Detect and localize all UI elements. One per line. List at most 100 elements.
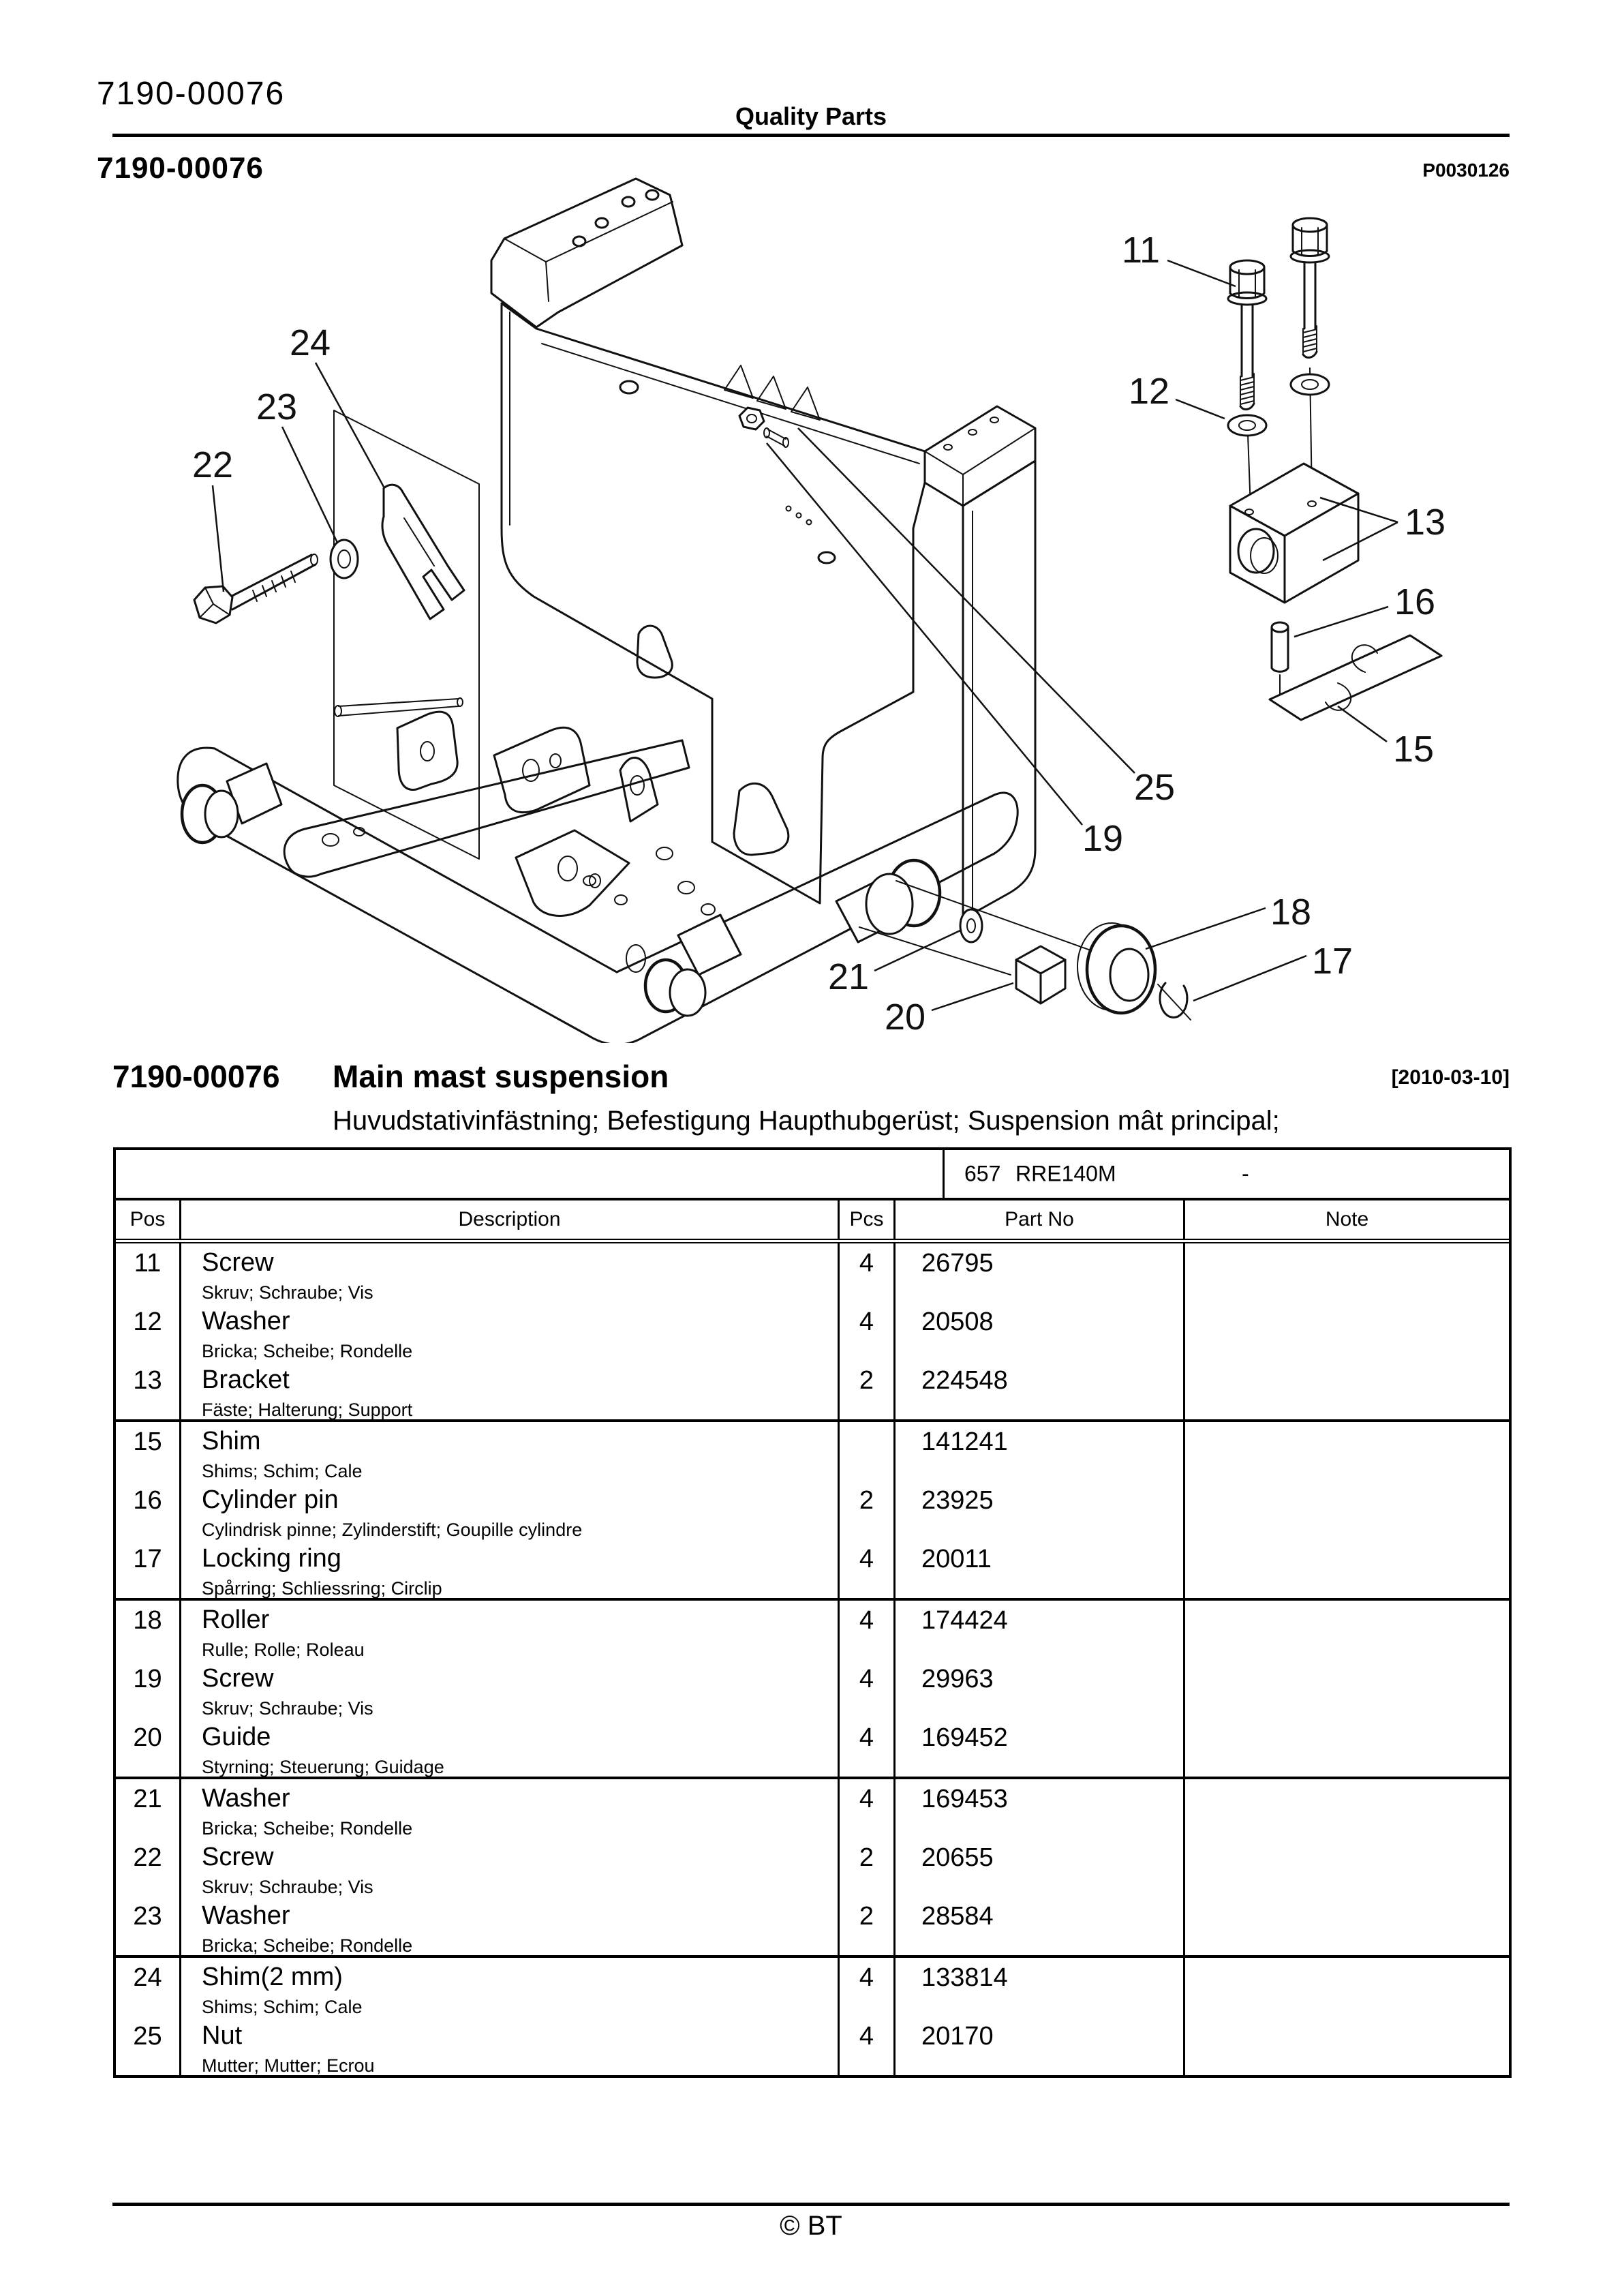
note-cell	[1185, 1539, 1509, 1599]
note-cell	[1185, 1361, 1509, 1420]
pcs-cell: 4	[840, 1718, 896, 1777]
part-no-cell: 20655	[896, 1838, 1185, 1897]
nut-and-screw-drawing	[738, 406, 789, 448]
callout-21: 21	[828, 956, 869, 997]
copyright: © BT	[780, 2211, 842, 2241]
description-main: Locking ring	[202, 1544, 341, 1573]
pos-cell: 24	[116, 1958, 181, 2017]
description-main: Roller	[202, 1605, 270, 1634]
section-date: [2010-03-10]	[1391, 1066, 1510, 1089]
leader-line-12	[1175, 398, 1225, 420]
callout-12: 12	[1129, 371, 1169, 412]
screw-11-drawing	[1227, 217, 1330, 509]
note-cell	[1185, 1718, 1509, 1777]
description-translations: Mutter; Mutter; Ecrou	[202, 2055, 375, 2076]
header-center-title: Quality Parts	[735, 102, 887, 130]
description-translations: Shims; Schim; Cale	[202, 1997, 363, 2017]
image-reference-number: P0030126	[1422, 160, 1510, 181]
note-cell	[1185, 1838, 1509, 1897]
description-main: Screw	[202, 1248, 274, 1277]
pos-cell: 12	[116, 1302, 181, 1361]
description-translations: Fäste; Halterung; Support	[202, 1400, 413, 1420]
description-main: Washer	[202, 1307, 290, 1335]
main-plate	[500, 302, 926, 916]
callout-24: 24	[290, 322, 331, 363]
header-note: Note	[1325, 1208, 1369, 1230]
pcs-cell: 4	[840, 1659, 896, 1719]
description-main: Screw	[202, 1664, 274, 1693]
washer-12-drawing	[1227, 373, 1330, 437]
description-main: Cylinder pin	[202, 1485, 339, 1514]
header-description: Description	[181, 1200, 840, 1239]
leader-line-24	[314, 362, 385, 487]
pcs-cell: 4	[840, 1958, 896, 2017]
header-pcs: Pcs	[840, 1200, 896, 1239]
callout-15: 15	[1393, 729, 1434, 770]
leader-line-15	[1337, 705, 1388, 743]
header-pos: Pos	[116, 1200, 181, 1239]
pcs-cell: 4	[840, 1601, 896, 1660]
model-name: RRE140M	[1015, 1161, 1116, 1186]
leader-line-16	[1294, 605, 1389, 638]
leader-line-11	[1167, 259, 1236, 288]
leader-line-19	[766, 442, 1083, 826]
leader-line-22	[211, 485, 225, 592]
pos-cell: 17	[116, 1539, 181, 1599]
note-cell	[1185, 1601, 1509, 1660]
pcs-cell: 4	[840, 1302, 896, 1361]
description-translations: Bricka; Scheibe; Rondelle	[202, 1341, 413, 1361]
header-rule	[112, 134, 1510, 137]
description-main: Shim(2 mm)	[202, 1963, 343, 1991]
pcs-cell: 2	[840, 1361, 896, 1420]
leader-line-23	[281, 426, 339, 543]
description-translations: Bricka; Scheibe; Rondelle	[202, 1935, 413, 1956]
leader-line-13	[1322, 521, 1398, 562]
description-main: Guide	[202, 1723, 271, 1751]
page-code: 7190-00076	[97, 151, 264, 185]
pcs-cell	[840, 1422, 896, 1481]
note-cell	[1185, 1897, 1509, 1956]
description-translations: Styrning; Steuerung; Guidage	[202, 1757, 444, 1777]
part-no-cell: 224548	[896, 1361, 1185, 1420]
pos-cell: 18	[116, 1601, 181, 1660]
model-note-dash: -	[1242, 1161, 1249, 1186]
part-no-cell: 20011	[896, 1539, 1185, 1599]
guide-20-drawing	[1015, 945, 1067, 1005]
exploded-axle-axis	[859, 880, 1103, 976]
cut-plane	[333, 410, 480, 860]
callout-25: 25	[1134, 767, 1175, 808]
pos-cell: 25	[116, 2016, 181, 2076]
description-main: Screw	[202, 1843, 274, 1871]
part-no-cell: 20508	[896, 1302, 1185, 1361]
mounted-rollers	[180, 762, 942, 1017]
section-header: 7190-00076 Main mast suspension [2010-03…	[112, 1058, 1510, 1099]
description-translations: Skruv; Schraube; Vis	[202, 1282, 373, 1303]
callout-19: 19	[1082, 818, 1123, 859]
part-no-cell: 169452	[896, 1718, 1185, 1777]
description-translations: Bricka; Scheibe; Rondelle	[202, 1818, 413, 1839]
pcs-cell: 4	[840, 1539, 896, 1599]
leader-line-21	[874, 928, 962, 972]
pcs-cell: 4	[840, 1243, 896, 1303]
callout-20: 20	[885, 997, 925, 1038]
part-no-cell: 133814	[896, 1958, 1185, 2017]
model-number: 657	[964, 1161, 1001, 1186]
section-title: Main mast suspension	[333, 1059, 669, 1094]
